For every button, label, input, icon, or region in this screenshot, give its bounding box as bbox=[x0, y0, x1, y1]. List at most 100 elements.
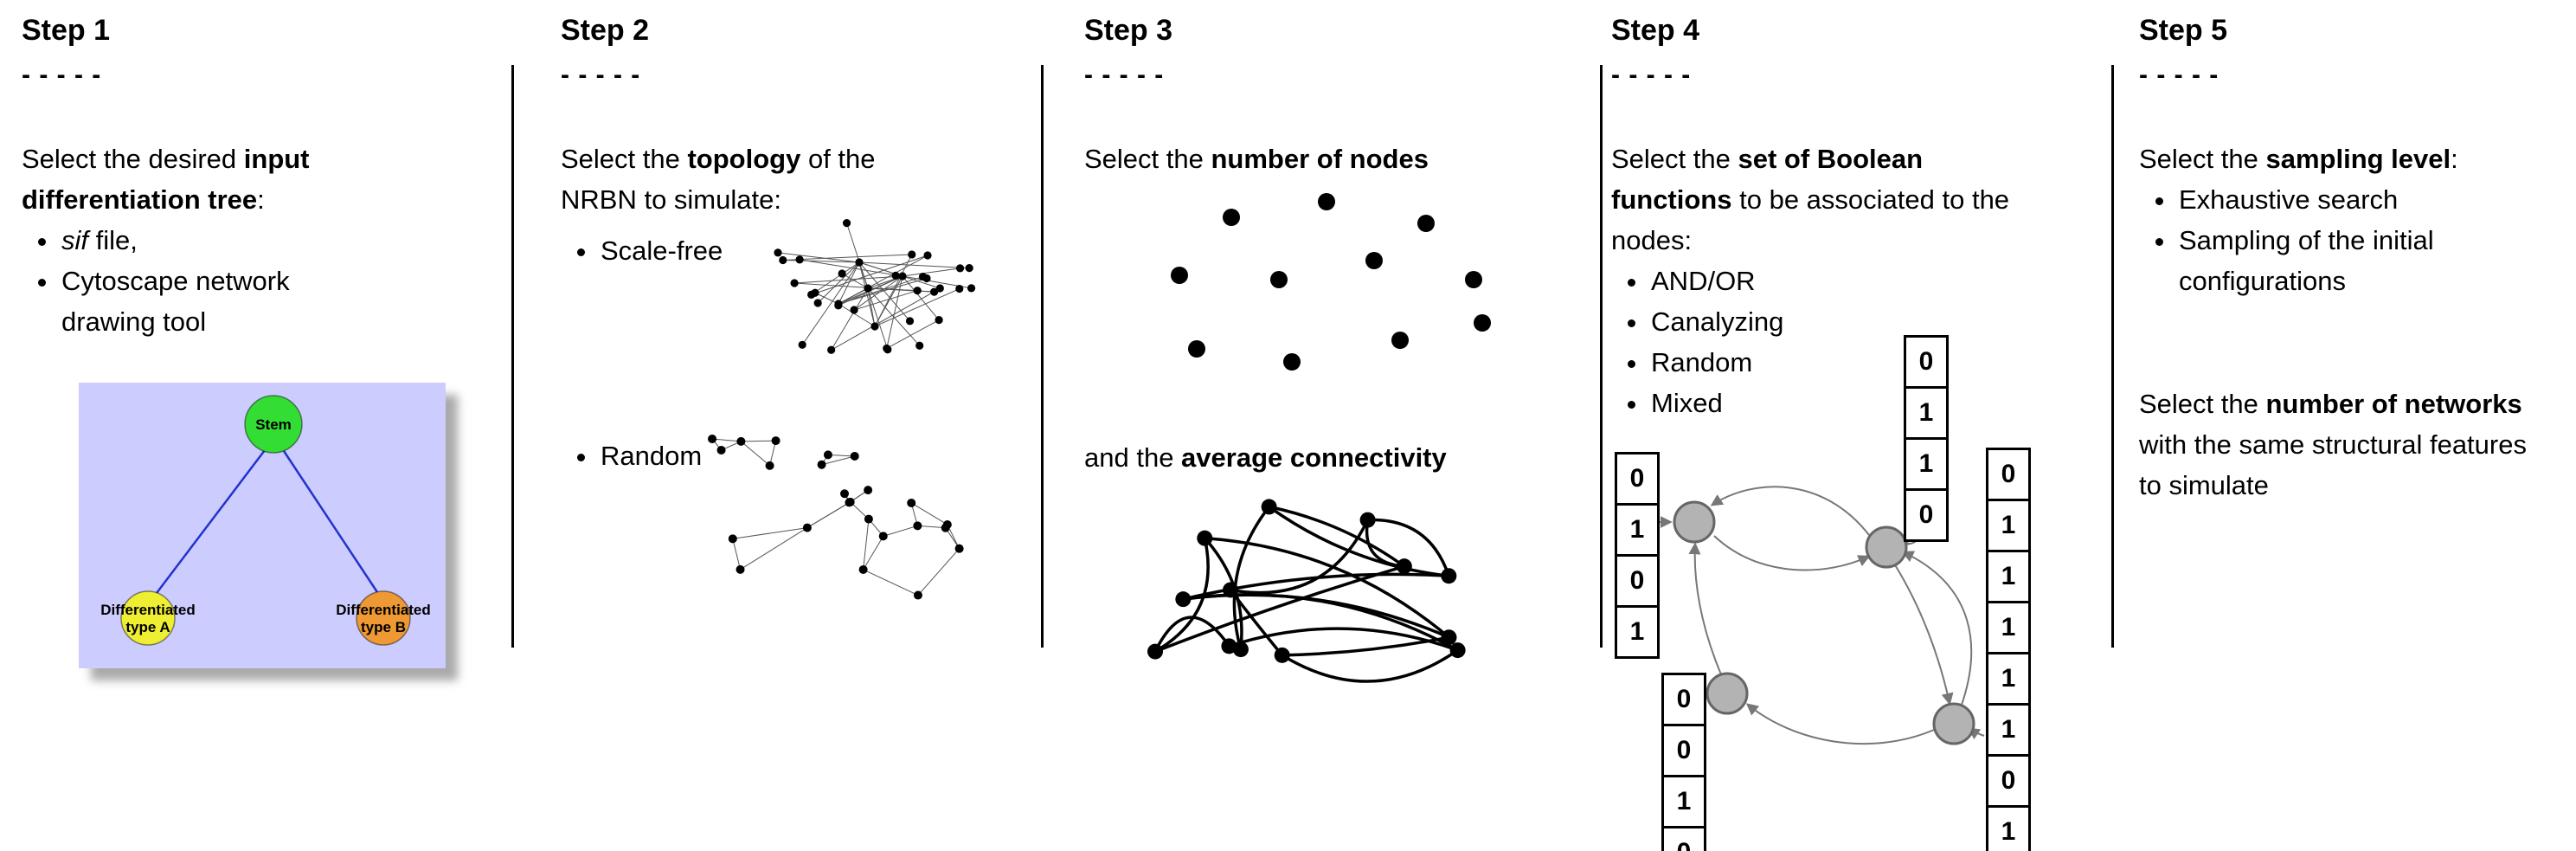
text-segment: Select the bbox=[561, 144, 688, 174]
step-1-description: Select the desired input differentiation… bbox=[22, 139, 385, 220]
bullet-item-cytoscape: Cytoscape network drawing tool bbox=[60, 261, 385, 342]
bullet-item-random-fn: Random bbox=[1649, 342, 2111, 383]
bullet-item-exhaustive: Exhaustive search bbox=[2177, 179, 2528, 220]
text-segment: Random bbox=[1651, 347, 1753, 377]
bullet-item-mixed: Mixed bbox=[1649, 383, 2111, 423]
column-separator bbox=[2111, 65, 2114, 648]
text-segment: Cytoscape network drawing tool bbox=[61, 266, 290, 337]
step-4-title: Step 4 bbox=[1611, 14, 1700, 47]
italic-term: sif bbox=[61, 225, 88, 255]
truth-table-cell: 1 bbox=[1986, 601, 2031, 654]
connectivity-network-figure bbox=[1147, 499, 1466, 683]
column-separator bbox=[1600, 65, 1603, 648]
text-segment: Select the bbox=[1084, 144, 1211, 174]
text-segment: Select the bbox=[1611, 144, 1738, 174]
text-segment: and the bbox=[1084, 442, 1182, 473]
bold-term: set of Boolean functions bbox=[1611, 144, 1924, 215]
truth-table-bottom-left: 0 0 1 0 bbox=[1661, 673, 1706, 851]
type-b-label-line2: type B bbox=[361, 619, 406, 635]
step-4-bullet-list: AND/OR Canalyzing Random Mixed bbox=[1611, 261, 2111, 423]
text-segment: Exhaustive search bbox=[2179, 184, 2399, 215]
boolean-functions-network-figure: 0 1 0 1 0 1 1 0 0 0 1 0 0 1 1 1 bbox=[1611, 331, 2111, 851]
text-segment: AND/OR bbox=[1651, 266, 1756, 296]
text-segment: Random bbox=[601, 441, 703, 471]
dashes-separator: - - - - - bbox=[1084, 61, 1165, 89]
truth-table-cell: 1 bbox=[1904, 386, 1949, 440]
text-segment: Sampling of the initial configurations bbox=[2179, 225, 2434, 296]
scale-free-network-figure bbox=[774, 218, 976, 354]
bold-term: number of networks bbox=[2265, 389, 2522, 419]
truth-table-cell: 1 bbox=[1615, 605, 1660, 659]
dashes-separator: - - - - - bbox=[2139, 61, 2219, 89]
bullet-item-sif-file: sif file, bbox=[60, 220, 385, 261]
step-4-description: Select the set of Boolean functions to b… bbox=[1611, 139, 2027, 261]
type-b-node bbox=[356, 590, 411, 646]
text-segment: : bbox=[2451, 144, 2458, 174]
text-segment: Select the bbox=[2139, 389, 2266, 419]
step-3-title: Step 3 bbox=[1084, 14, 1173, 47]
column-separator bbox=[1041, 65, 1044, 648]
tree-edge-b bbox=[282, 450, 379, 593]
step-2-title: Step 2 bbox=[561, 14, 650, 47]
type-b-label-line1: Differentiated bbox=[336, 602, 431, 618]
step-5-networks-text: Select the number of networks with the s… bbox=[2139, 384, 2528, 506]
truth-table-cell: 1 bbox=[1615, 503, 1660, 557]
step-1-title: Step 1 bbox=[22, 14, 111, 47]
text-segment: file, bbox=[88, 225, 138, 255]
column-separator bbox=[511, 65, 514, 648]
differentiation-tree-figure: Stem Differentiated type A Differentiate… bbox=[79, 383, 446, 668]
bold-term: sampling level bbox=[2265, 144, 2451, 174]
truth-table-top: 0 1 1 0 bbox=[1904, 335, 1949, 542]
random-network-figure bbox=[708, 434, 964, 600]
truth-table-cell: 0 bbox=[1904, 488, 1949, 542]
dashes-separator: - - - - - bbox=[1611, 61, 1692, 89]
text-segment: with the same structural features to sim… bbox=[2139, 429, 2527, 500]
bullet-item-sampling: Sampling of the initial configurations bbox=[2177, 220, 2528, 301]
dashes-separator: - - - - - bbox=[22, 61, 102, 89]
text-segment: to be associated to the nodes: bbox=[1611, 184, 2010, 255]
truth-table-cell: 0 bbox=[1661, 673, 1706, 726]
stem-node-label: Stem bbox=[255, 416, 292, 433]
type-a-label-line2: type A bbox=[125, 619, 170, 635]
bold-term: topology bbox=[687, 144, 801, 174]
step-3-connectivity-text: and the average connectivity bbox=[1084, 437, 1447, 478]
type-a-label-line1: Differentiated bbox=[100, 602, 196, 618]
truth-table-cell: 0 bbox=[1661, 724, 1706, 777]
truth-table-cell: 0 bbox=[1904, 335, 1949, 389]
truth-table-cell: 1 bbox=[1986, 499, 2031, 552]
bullet-item-scale-free: Scale-free bbox=[599, 230, 941, 271]
step-4-column: Step 4 - - - - - Select the set of Boole… bbox=[1611, 9, 2111, 851]
truth-table-cell: 0 bbox=[1986, 448, 2031, 501]
boolean-node-4 bbox=[1932, 702, 1975, 745]
truth-table-cell: 1 bbox=[1904, 437, 1949, 491]
bullet-item-canalyzing: Canalyzing bbox=[1649, 301, 2111, 342]
text-segment: Select the desired bbox=[22, 144, 244, 174]
step-5-title: Step 5 bbox=[2139, 14, 2228, 47]
bullet-item-random: Random bbox=[599, 435, 941, 476]
text-segment: of the NRBN to simulate: bbox=[561, 144, 876, 215]
truth-table-cell: 0 bbox=[1615, 554, 1660, 608]
text-segment: Canalyzing bbox=[1651, 306, 1784, 337]
truth-table-cell: 1 bbox=[1986, 805, 2031, 851]
dashes-separator: - - - - - bbox=[561, 61, 641, 89]
truth-table-cell: 0 bbox=[1615, 452, 1660, 506]
nodes-dots-figure bbox=[1171, 193, 1491, 371]
truth-table-cell: 1 bbox=[1986, 550, 2031, 603]
step-3-column: Step 3 - - - - - Select the number of no… bbox=[1084, 9, 1603, 683]
tree-edge-a bbox=[156, 449, 266, 594]
text-segment: Select the bbox=[2139, 144, 2266, 174]
step-2-bullet-list: Scale-free Random bbox=[561, 230, 941, 476]
truth-table-cell: 0 bbox=[1661, 826, 1706, 851]
text-segment: Mixed bbox=[1651, 388, 1723, 418]
step-5-bullet-list: Exhaustive search Sampling of the initia… bbox=[2139, 179, 2528, 301]
bold-term: average connectivity bbox=[1181, 442, 1447, 473]
bullet-item-and-or: AND/OR bbox=[1649, 261, 2111, 301]
truth-table-cell: 1 bbox=[1986, 703, 2031, 757]
truth-table-left: 0 1 0 1 bbox=[1615, 452, 1660, 659]
truth-table-cell: 1 bbox=[1661, 775, 1706, 828]
type-a-node bbox=[120, 590, 176, 646]
bold-term: number of nodes bbox=[1211, 144, 1429, 174]
boolean-node-3 bbox=[1706, 672, 1749, 715]
step-5-column: Step 5 - - - - - Select the sampling lev… bbox=[2139, 9, 2528, 506]
text-segment: : bbox=[257, 184, 265, 215]
